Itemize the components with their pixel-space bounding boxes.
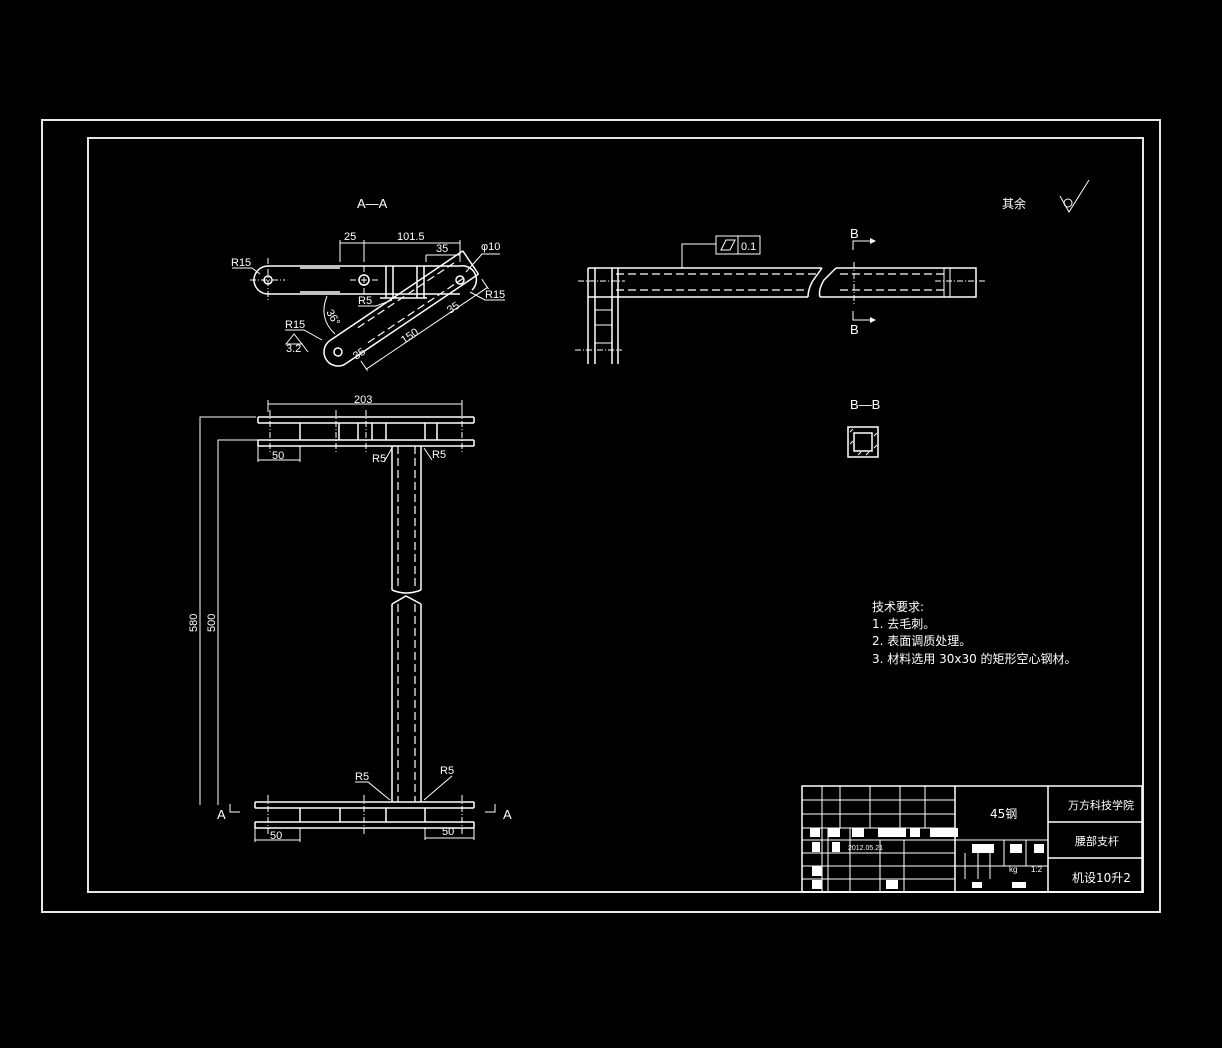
svg-text:50: 50 [270,830,282,842]
svg-text:φ10: φ10 [481,241,500,253]
svg-text:R5: R5 [440,765,454,777]
svg-text:3. 材料选用 30x30 的矩形空心钢材。: 3. 材料选用 30x30 的矩形空心钢材。 [872,651,1077,666]
svg-text:0.1: 0.1 [741,241,756,253]
view-a-a-label: A—A [357,196,388,211]
svg-text:A: A [503,807,512,822]
svg-text:技术要求:: 技术要求: [872,600,924,614]
view-a-a: A—A 25 101.5 35 φ10 R15 R15 R5 15 [231,196,505,371]
svg-text:A: A [217,807,226,822]
svg-text:45钢: 45钢 [990,807,1017,821]
svg-text:1:2: 1:2 [1031,865,1043,874]
svg-text:101.5: 101.5 [397,231,425,243]
svg-text:R5: R5 [432,449,446,461]
svg-text:50: 50 [272,450,284,462]
svg-text:1. 去毛刺。: 1. 去毛刺。 [872,617,935,631]
svg-text:R5: R5 [355,771,369,783]
tech-requirements: 技术要求: 1. 去毛刺。 2. 表面调质处理。 3. 材料选用 30x30 的… [872,600,1077,666]
surface-finish-note: 其余 [1002,179,1090,213]
svg-text:580: 580 [188,614,200,632]
view-b-b: B—B [847,397,880,458]
svg-text:50: 50 [442,826,454,838]
view-side: 0.1 B B [575,226,985,364]
svg-text:其余: 其余 [1002,196,1026,211]
view-front: 203 50 R5 R5 580 500 R5 R5 50 50 A A [188,394,512,842]
svg-text:R15: R15 [485,289,505,301]
svg-text:500: 500 [206,614,218,632]
svg-text:R5: R5 [358,295,372,307]
svg-text:R15: R15 [285,319,305,331]
svg-text:2012.05.21: 2012.05.21 [848,845,883,852]
svg-text:35: 35 [436,243,448,255]
svg-text:腰部支杆: 腰部支杆 [1075,834,1119,848]
svg-text:150: 150 [399,326,421,346]
svg-text:2. 表面调质处理。: 2. 表面调质处理。 [872,634,971,648]
svg-text:35: 35 [351,346,368,363]
svg-text:R5: R5 [372,453,386,465]
svg-text:36°: 36° [323,308,342,328]
svg-text:R15: R15 [231,257,251,269]
svg-text:B: B [850,322,859,337]
outer-frame [41,119,1161,913]
svg-text:万方科技学院: 万方科技学院 [1068,798,1134,812]
inner-frame [87,137,1144,893]
title-block: 2012.05.21 45钢 万方科技学院 腰部支杆 机设10升2 kg 1:2 [801,785,1143,893]
svg-text:机设10升2: 机设10升2 [1072,871,1131,885]
svg-text:B—B: B—B [850,397,880,412]
svg-text:25: 25 [344,231,356,243]
svg-text:203: 203 [354,394,372,406]
svg-text:B: B [850,226,859,241]
svg-text:35: 35 [445,300,462,317]
svg-text:kg: kg [1009,865,1017,874]
svg-text:3.2: 3.2 [286,343,301,355]
